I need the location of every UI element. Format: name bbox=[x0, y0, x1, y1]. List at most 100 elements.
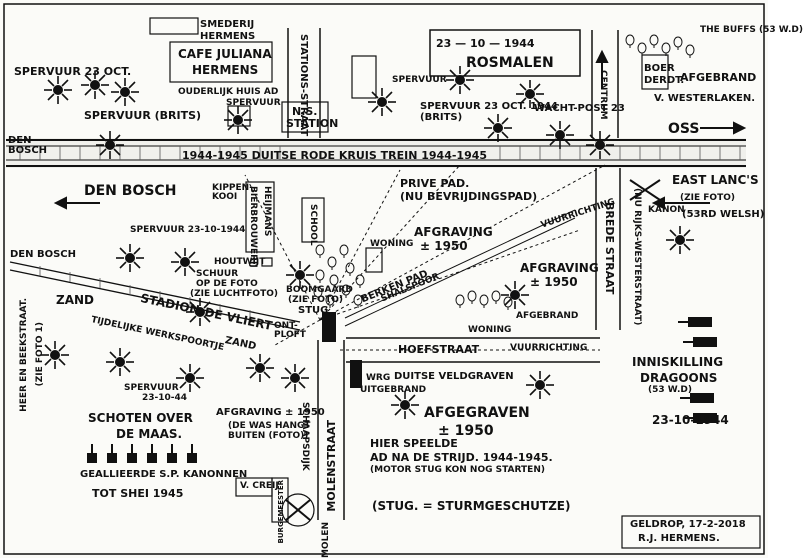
label-brits: (BRITS) bbox=[420, 112, 463, 123]
label-wachtpost: WACHT-POST 23 bbox=[534, 103, 625, 114]
map-frame bbox=[3, 3, 765, 555]
label-spervuur-low-date: 23-10-44 bbox=[142, 393, 188, 403]
label-trein: 1944-1945 DUITSE RODE KRUIS TREIN 1944-1… bbox=[182, 149, 488, 162]
label-stationsstraat: STATIONS-STRAAT bbox=[298, 34, 309, 137]
windmill bbox=[281, 493, 315, 527]
label-hermens-top: HERMENS bbox=[200, 31, 256, 42]
label-woning-2: WONING bbox=[468, 325, 512, 335]
label-derdt: DERDT. bbox=[644, 75, 685, 86]
allied-guns bbox=[87, 444, 197, 463]
stug-vehicle bbox=[322, 312, 336, 342]
label-boomgaard: BOOMGAARD bbox=[286, 285, 353, 295]
label-bevrijdingspad: (NU BEVRIJDINGSPAD) bbox=[400, 190, 538, 203]
label-heer-en-beek: HEER EN BEEKSTRAAT. bbox=[19, 298, 29, 412]
label-op-de-foto: OP DE FOTO bbox=[196, 279, 258, 289]
label-spervuur-23oct-1944: SPERVUUR 23 OCT. 1944 bbox=[420, 101, 558, 112]
label-duitse-veldgraven: DUITSE VELDGRAVEN bbox=[394, 371, 514, 382]
label-vuurrichting-2: VUURRICHTING bbox=[510, 343, 588, 353]
label-spervuur-low: SPERVUUR bbox=[124, 383, 179, 393]
label-nu-rijksweg: (NU RIJKS-WESTERSTRAAT) bbox=[632, 188, 642, 326]
label-den-bosch-left: DEN BOSCH bbox=[8, 135, 48, 156]
label-afgraving-2: AFGRAVING bbox=[520, 261, 599, 275]
label-oss: OSS bbox=[668, 121, 700, 137]
label-brede-straat: BREDE STRAAT bbox=[603, 202, 616, 295]
label-tot-shei: TOT SHEI 1945 bbox=[92, 487, 184, 500]
label-schoten: SCHOTEN OVER bbox=[88, 411, 193, 425]
label-cafe-hermens: HERMENS bbox=[192, 63, 259, 77]
hoefstraat-road bbox=[346, 337, 600, 363]
signature-line-1: GELDROP, 17-2-2018 bbox=[630, 519, 746, 530]
label-was-hangs: (DE WAS HANGT bbox=[228, 421, 311, 431]
label-zie-luchtfoto: (ZIE LUCHTFOTO) bbox=[190, 289, 278, 299]
arrows bbox=[53, 49, 747, 210]
label-den-bosch-big: DEN BOSCH bbox=[84, 183, 177, 199]
label-kippenkooi: KIPPEN-KOOI bbox=[212, 183, 253, 202]
label-welsh: (53RD WELSH) bbox=[682, 209, 765, 220]
legend-stug: (STUG. = STURMGESCHUTZE) bbox=[372, 499, 571, 513]
label-ns-station-2: STATION bbox=[286, 117, 339, 130]
label-hoefstraat: HOEFSTRAAT bbox=[398, 343, 480, 356]
railway-line bbox=[6, 138, 746, 168]
label-molenstraat: MOLENSTRAAT bbox=[325, 420, 338, 512]
label-afgraving-1: AFGRAVING bbox=[414, 225, 493, 239]
signature-box bbox=[621, 515, 761, 549]
title-place: ROSMALEN bbox=[466, 55, 554, 71]
label-uitgebrand: UITGEBRAND bbox=[360, 385, 427, 395]
label-schuur: SCHUUR bbox=[196, 269, 239, 279]
label-kanon: KANON bbox=[648, 205, 685, 215]
zand-track bbox=[9, 261, 301, 331]
label-dragoons: DRAGOONS bbox=[640, 371, 718, 385]
label-dragoons-53: (53 W.D) bbox=[648, 385, 692, 395]
label-spervuur-23-10: SPERVUUR 23-10-1944 bbox=[130, 225, 246, 235]
label-afgraving-3: AFGRAVING ± 1950 bbox=[216, 407, 325, 418]
label-centrum: CENTRUM bbox=[598, 70, 608, 120]
label-zie-foto-3: (ZIE FOTO 1) bbox=[35, 322, 45, 387]
label-westerlaken: V. WESTERLAKEN. bbox=[654, 93, 756, 104]
label-spervuur-23oct: SPERVUUR 23 OCT. bbox=[14, 65, 132, 78]
tanks bbox=[677, 316, 718, 424]
label-spervuur-small: SPERVUUR bbox=[226, 98, 281, 108]
label-ad-na: AD NA DE STRIJD. 1944-1945. bbox=[370, 451, 553, 464]
label-afgegraven: AFGEGRAVEN bbox=[424, 405, 530, 421]
label-prive-pad: PRIVE PAD. bbox=[400, 177, 470, 190]
brede-straat-road bbox=[591, 30, 621, 330]
label-hier-speelde: HIER SPEELDE bbox=[370, 437, 458, 450]
label-inniskilling: INNISKILLING bbox=[632, 355, 724, 369]
label-zand: ZAND bbox=[56, 293, 94, 307]
label-afgraving-1-year: ± 1950 bbox=[420, 239, 468, 253]
label-boer: BOER bbox=[644, 63, 675, 74]
label-cafe: CAFE JULIANA bbox=[178, 47, 272, 61]
kanon-marker bbox=[629, 179, 661, 201]
label-heijmans: HEIJMANS bbox=[262, 186, 272, 237]
label-zie-foto-2: (ZIE FOTO) bbox=[288, 295, 343, 305]
label-den-bosch-diag: DEN BOSCH bbox=[10, 249, 77, 260]
fire-lines bbox=[244, 164, 606, 351]
label-stug: STUG bbox=[298, 305, 329, 316]
map-drawing bbox=[3, 3, 765, 555]
label-motor-stug: (MOTOR STUG KON NOG STARTEN) bbox=[370, 465, 545, 475]
berken-pad bbox=[344, 209, 576, 327]
label-zie-foto: (ZIE FOTO) bbox=[680, 193, 735, 203]
label-afgebrand-mid: AFGEBRAND bbox=[516, 311, 579, 321]
map-canvas: SMEDERIJ HERMENS CAFE JULIANA HERMENS OU… bbox=[3, 3, 803, 558]
signature-line-2: R.J. HERMENS. bbox=[638, 533, 720, 544]
label-the-buffs: THE BUFFS (53 W.D) bbox=[700, 25, 803, 35]
label-woning: WONING bbox=[370, 239, 414, 249]
label-molen: MOLEN bbox=[321, 522, 331, 558]
label-bierbrouwerij: BIERBROUWERIJ bbox=[248, 186, 258, 268]
label-afgebrand-top: AFGEBRAND bbox=[680, 71, 757, 84]
label-de-maas: DE MAAS. bbox=[116, 427, 183, 441]
label-smederij: SMEDERIJ bbox=[200, 19, 255, 30]
label-ns-station-1: N.S. bbox=[292, 105, 318, 118]
label-v-creij: V. CREIJ bbox=[240, 481, 279, 491]
label-afgegraven-year: ± 1950 bbox=[438, 423, 494, 439]
wrg-vehicle bbox=[350, 360, 362, 388]
label-east-lancs: EAST LANC'S bbox=[672, 173, 759, 187]
label-date-right: 23-10-1944 bbox=[652, 413, 729, 427]
stationsstraat-road bbox=[287, 28, 321, 138]
label-spervuur-mid: SPERVUUR bbox=[392, 75, 447, 85]
label-afgraving-2-year: ± 1950 bbox=[530, 275, 578, 289]
label-spervuur-brits: SPERVUUR (BRITS) bbox=[84, 109, 202, 122]
title-date: 23 — 10 — 1944 bbox=[436, 37, 535, 50]
label-ontploffing: ONT-PLOFT bbox=[274, 321, 306, 340]
